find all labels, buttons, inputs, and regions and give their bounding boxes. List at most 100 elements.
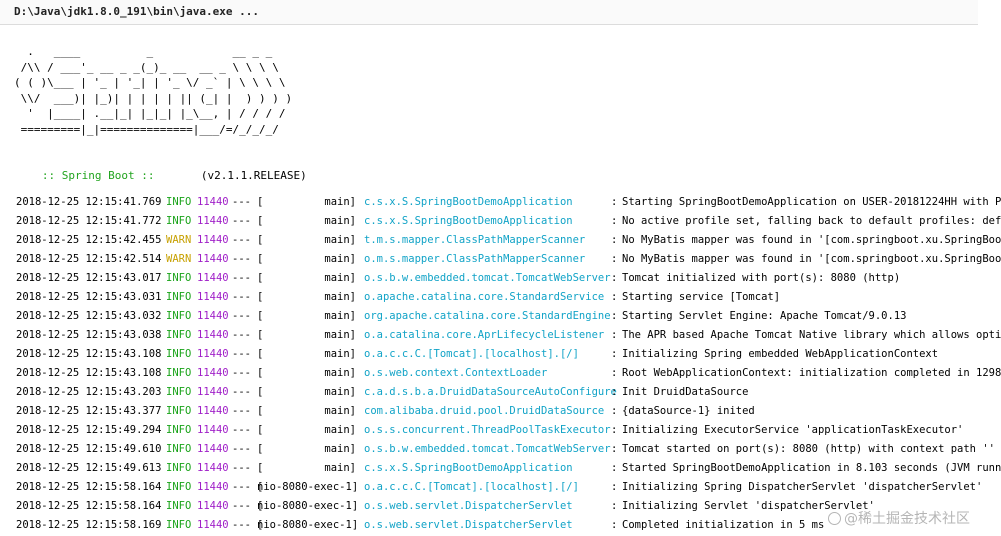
- log-message: No active profile set, falling back to d…: [622, 215, 1001, 227]
- log-separator: ---: [232, 481, 251, 493]
- log-thread-bracket-open: [: [257, 481, 264, 493]
- log-pid: 11440: [197, 196, 229, 208]
- log-timestamp: 2018-12-25 12:15:58.169: [16, 519, 162, 531]
- log-pid: 11440: [197, 519, 229, 531]
- log-colon: :: [611, 367, 618, 379]
- log-level: INFO: [166, 196, 192, 208]
- log-pid: 11440: [197, 462, 229, 474]
- log-colon: :: [611, 291, 618, 303]
- log-separator: ---: [232, 215, 251, 227]
- log-thread: nio-8080-exec-1]: [257, 481, 359, 493]
- log-level: INFO: [166, 215, 192, 227]
- log-pid: 11440: [197, 253, 229, 265]
- spring-boot-label: :: Spring Boot ::: [35, 169, 162, 182]
- log-level: INFO: [166, 405, 192, 417]
- log-separator: ---: [232, 310, 251, 322]
- log-logger: o.s.web.context.ContextLoader: [364, 367, 548, 379]
- log-separator: ---: [232, 196, 251, 208]
- log-logger: t.m.s.mapper.ClassPathMapperScanner: [364, 234, 586, 246]
- log-pid: 11440: [197, 310, 229, 322]
- log-thread: main]: [324, 348, 356, 360]
- log-timestamp: 2018-12-25 12:15:41.772: [16, 215, 162, 227]
- log-timestamp: 2018-12-25 12:15:58.164: [16, 500, 162, 512]
- log-pid: 11440: [197, 329, 229, 341]
- console-toolbar: D:\Java\jdk1.8.0_191\bin\java.exe ...: [0, 0, 978, 25]
- log-colon: :: [611, 424, 618, 436]
- log-pid: 11440: [197, 291, 229, 303]
- log-level: INFO: [166, 329, 192, 341]
- log-level: INFO: [166, 348, 192, 360]
- log-level: INFO: [166, 424, 192, 436]
- log-colon: :: [611, 348, 618, 360]
- log-thread-bracket-open: [: [257, 367, 264, 379]
- log-message: Init DruidDataSource: [622, 386, 749, 398]
- log-colon: :: [611, 386, 618, 398]
- log-pid: 11440: [197, 405, 229, 417]
- log-separator: ---: [232, 462, 251, 474]
- log-timestamp: 2018-12-25 12:15:49.294: [16, 424, 162, 436]
- log-separator: ---: [232, 424, 251, 436]
- log-timestamp: 2018-12-25 12:15:49.610: [16, 443, 162, 455]
- spring-boot-version-line: :: Spring Boot :: (v2.1.1.RELEASE): [22, 156, 307, 182]
- log-logger: o.a.c.c.C.[Tomcat].[localhost].[/]: [364, 348, 579, 360]
- log-colon: :: [611, 215, 618, 227]
- log-separator: ---: [232, 329, 251, 341]
- log-timestamp: 2018-12-25 12:15:49.613: [16, 462, 162, 474]
- log-level: INFO: [166, 367, 192, 379]
- log-thread-bracket-open: [: [257, 500, 264, 512]
- log-level: INFO: [166, 386, 192, 398]
- log-timestamp: 2018-12-25 12:15:43.031: [16, 291, 162, 303]
- log-message: No MyBatis mapper was found in '[com.spr…: [622, 253, 1001, 265]
- log-logger: o.a.catalina.core.AprLifecycleListener: [364, 329, 605, 341]
- log-logger: o.m.s.mapper.ClassPathMapperScanner: [364, 253, 586, 265]
- log-logger: o.s.web.servlet.DispatcherServlet: [364, 519, 573, 531]
- log-thread-bracket-open: [: [257, 443, 264, 455]
- log-thread: main]: [324, 329, 356, 341]
- log-logger: c.s.x.S.SpringBootDemoApplication: [364, 215, 573, 227]
- watermark-text: @稀土掘金技术社区: [844, 511, 970, 527]
- log-logger: com.alibaba.druid.pool.DruidDataSource: [364, 405, 605, 417]
- log-separator: ---: [232, 405, 251, 417]
- spring-banner: . ____ _ __ _ _ /\\ / ___'_ __ _ _(_)_ _…: [14, 45, 293, 136]
- log-separator: ---: [232, 272, 251, 284]
- log-message: No MyBatis mapper was found in '[com.spr…: [622, 234, 1001, 246]
- log-separator: ---: [232, 367, 251, 379]
- log-timestamp: 2018-12-25 12:15:43.108: [16, 348, 162, 360]
- log-thread: main]: [324, 367, 356, 379]
- log-separator: ---: [232, 500, 251, 512]
- log-thread: main]: [324, 386, 356, 398]
- command-line: D:\Java\jdk1.8.0_191\bin\java.exe ...: [14, 5, 260, 18]
- log-thread: main]: [324, 234, 356, 246]
- log-thread-bracket-open: [: [257, 462, 264, 474]
- log-thread-bracket-open: [: [257, 291, 264, 303]
- log-colon: :: [611, 310, 618, 322]
- log-colon: :: [611, 329, 618, 341]
- log-timestamp: 2018-12-25 12:15:43.203: [16, 386, 162, 398]
- log-colon: :: [611, 519, 618, 531]
- log-colon: :: [611, 443, 618, 455]
- log-thread: main]: [324, 196, 356, 208]
- log-logger: o.apache.catalina.core.StandardService: [364, 291, 605, 303]
- log-pid: 11440: [197, 234, 229, 246]
- log-level: INFO: [166, 272, 192, 284]
- log-thread: main]: [324, 291, 356, 303]
- log-separator: ---: [232, 519, 251, 531]
- log-thread-bracket-open: [: [257, 519, 264, 531]
- log-level: INFO: [166, 310, 192, 322]
- log-colon: :: [611, 500, 618, 512]
- log-timestamp: 2018-12-25 12:15:41.769: [16, 196, 162, 208]
- log-message: Initializing Spring DispatcherServlet 'd…: [622, 481, 983, 493]
- log-message: Root WebApplicationContext: initializati…: [622, 367, 1001, 379]
